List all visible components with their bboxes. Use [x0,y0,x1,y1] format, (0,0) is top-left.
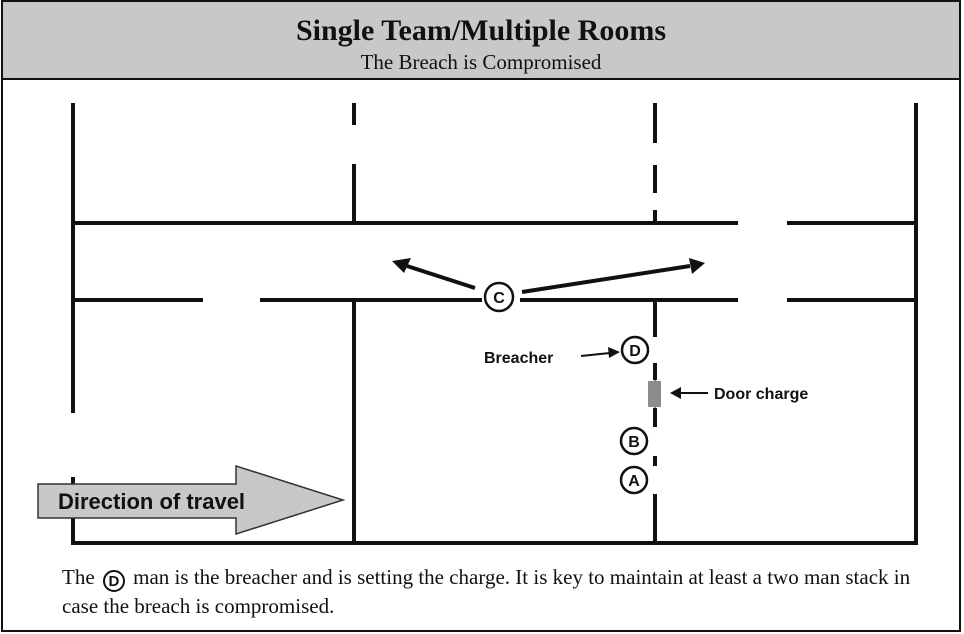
door-charge-label: Door charge [714,386,808,403]
position-d-letter: D [629,343,641,360]
position-d-circle [620,335,650,365]
position-b-letter: B [628,434,640,451]
breacher-arrow-shaft [580,352,611,357]
direction-arrow [37,464,346,536]
c-arrow-left-head [392,258,411,273]
position-a: A [619,465,649,495]
caption-before: The [62,565,95,589]
c-arrow-left-shaft [406,264,476,290]
c-arrow-right-head [689,258,705,274]
position-c-letter: C [493,290,505,307]
breacher-label: Breacher [484,350,553,367]
figure-subtitle: The Breach is Compromised [360,50,602,74]
door-charge-arrow-head [670,387,681,399]
position-c: C [483,281,515,313]
position-c-circle [483,281,515,313]
breacher-arrow-head [608,347,620,358]
position-d: D [620,335,650,365]
walls [71,103,918,545]
caption-position-d-icon: D [102,570,125,592]
c-arrow-right-shaft [521,264,691,294]
caption: The D man is the breacher and is setting… [62,563,942,620]
position-a-letter: A [628,473,640,490]
door-charge-icon [648,381,661,407]
figure-header: Single Team/Multiple Rooms The Breach is… [3,2,959,80]
position-b-circle [619,426,649,456]
caption-after: man is the breacher and is setting the c… [62,565,911,618]
figure-title: Single Team/Multiple Rooms [295,14,667,47]
position-b: B [619,426,649,456]
position-a-circle [619,465,649,495]
direction-label: Direction of travel [58,489,245,514]
